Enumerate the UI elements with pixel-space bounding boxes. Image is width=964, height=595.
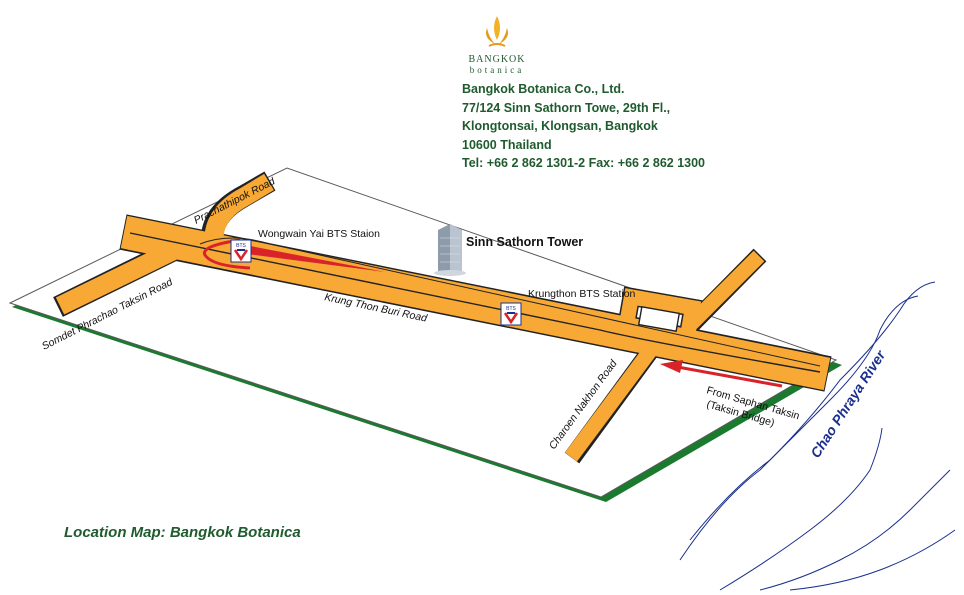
route-arrow-taksin (671, 364, 783, 388)
bts-icon-wongwian: BTS (230, 239, 252, 263)
road-loop (616, 288, 702, 350)
road-median-line (129, 232, 821, 373)
label-wongwain-yai-station: Wongwain Yai BTS Staion (258, 228, 380, 240)
bts-icon-krungthon: BTS (500, 302, 522, 326)
road-charoen (564, 346, 657, 462)
contact-line: Tel: +66 2 862 1301-2 Fax: +66 2 862 130… (462, 156, 706, 170)
chao-phraya-river-waves (679, 281, 956, 591)
address-line-2: Klongtonsai, Klongsan, Bangkok (462, 119, 658, 133)
svg-text:BTS: BTS (506, 306, 516, 312)
address-line-3: 10600 Thailand (462, 137, 552, 152)
route-arrow-taksin-head (660, 360, 683, 373)
svg-text:BTS: BTS (236, 243, 246, 249)
label-krungthon-station: Krungthon BTS Station (528, 288, 636, 300)
skytrain-line (199, 237, 821, 367)
address-line-1: 77/124 Sinn Sathorn Towe, 29th Fl., (462, 100, 671, 115)
bangkok-botanica-logo: BANGKOK botanica (462, 14, 532, 75)
route-arrow-wongwian-head (240, 244, 385, 272)
road-connector (683, 250, 765, 332)
road-prachathipok (204, 173, 274, 238)
brand-name: BANGKOK (468, 54, 526, 65)
sinn-sathorn-tower-icon (434, 224, 466, 276)
map-caption: Location Map: Bangkok Botanica (64, 524, 301, 541)
company-name: Bangkok Botanica Co., Ltd. (462, 82, 625, 96)
route-arrow-wongwian (202, 238, 251, 270)
flame-icon (486, 16, 508, 47)
label-sinn-sathorn-tower: Sinn Sathorn Tower (466, 235, 583, 249)
brand-subname: botanica (469, 65, 525, 75)
road-somdet (55, 237, 188, 315)
address-block: Bangkok Botanica Co., Ltd. 77/124 Sinn S… (462, 80, 705, 173)
